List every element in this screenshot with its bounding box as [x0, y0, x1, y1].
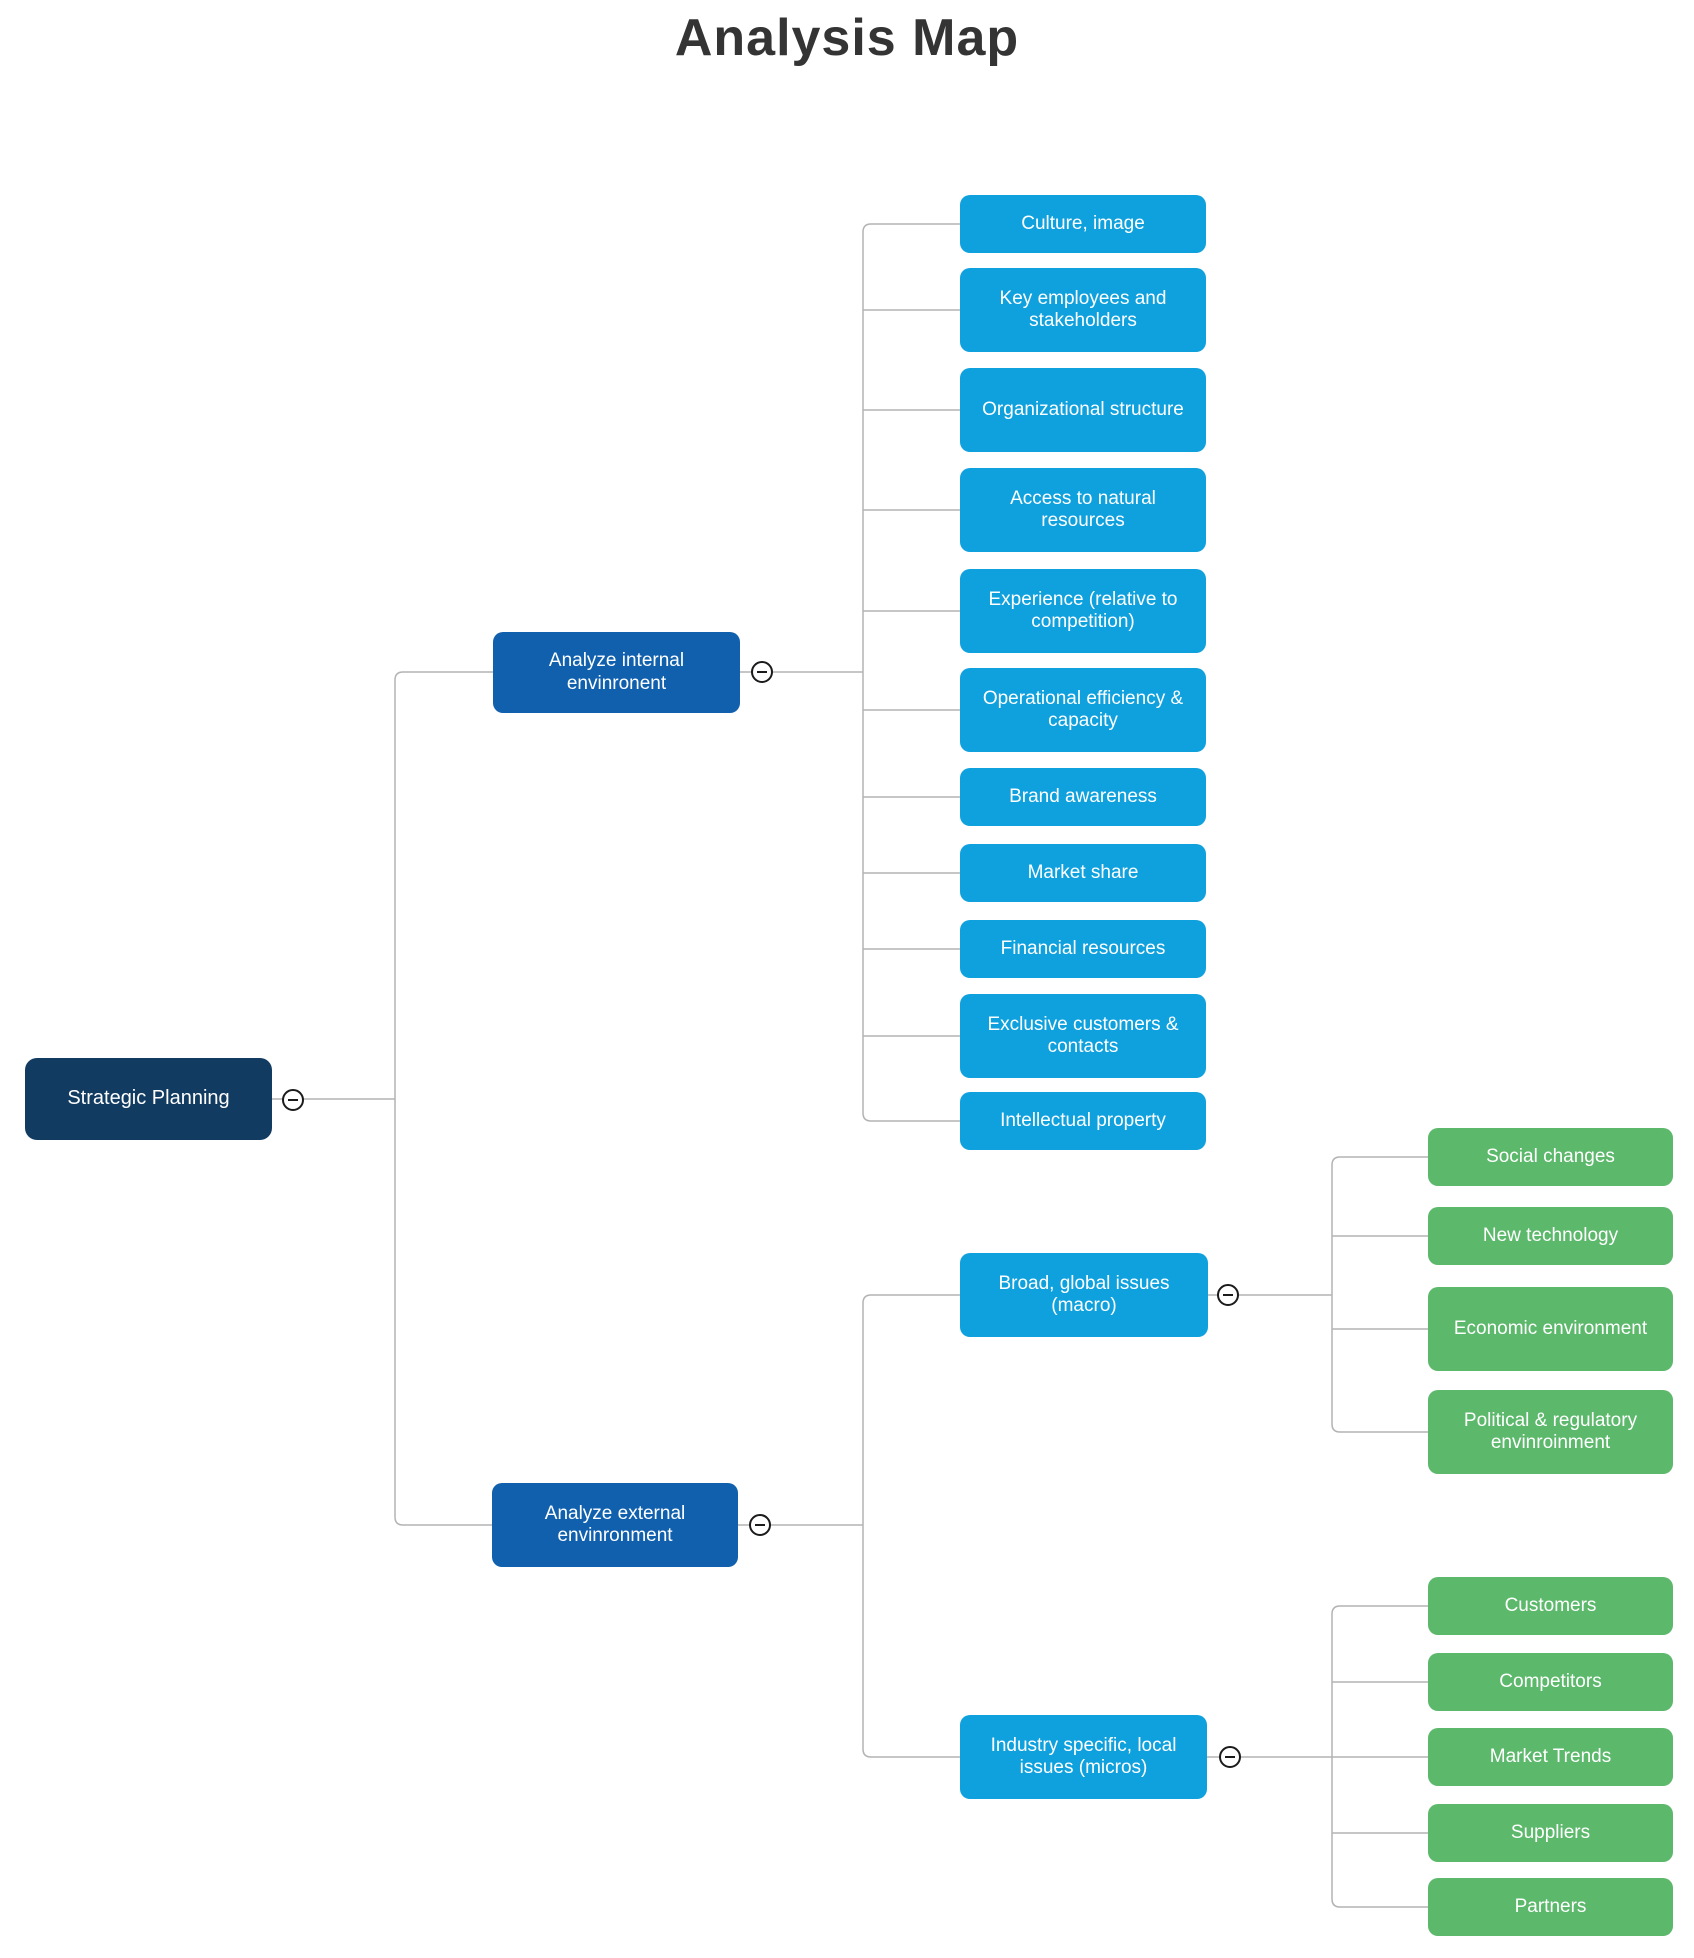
minus-icon [288, 1099, 298, 1101]
node-social-changes[interactable]: Social changes [1428, 1128, 1673, 1186]
minus-icon [757, 671, 767, 673]
node-strategic-planning[interactable]: Strategic Planning [25, 1058, 272, 1140]
node-analyze-external[interactable]: Analyze external envinronment [492, 1483, 738, 1567]
node-partners[interactable]: Partners [1428, 1878, 1673, 1936]
node-analyze-internal[interactable]: Analyze internal envinronent [493, 632, 740, 713]
connector-root-trunk [394, 671, 493, 1526]
node-economic-environment[interactable]: Economic environment [1428, 1287, 1673, 1371]
node-culture-image[interactable]: Culture, image [960, 195, 1206, 253]
node-customers[interactable]: Customers [1428, 1577, 1673, 1635]
node-operational-efficiency[interactable]: Operational efficiency & capacity [960, 668, 1206, 752]
page-title: Analysis Map [674, 9, 1020, 67]
node-experience-relative[interactable]: Experience (relative to competition) [960, 569, 1206, 653]
node-intellectual-property[interactable]: Intellectual property [960, 1092, 1206, 1150]
connector-internal-trunk [862, 223, 960, 1122]
connector-macro-trunk [1331, 1156, 1428, 1433]
minus-icon [1223, 1294, 1233, 1296]
node-competitors[interactable]: Competitors [1428, 1653, 1673, 1711]
node-organizational-structure[interactable]: Organizational structure [960, 368, 1206, 452]
node-market-trends[interactable]: Market Trends [1428, 1728, 1673, 1786]
collapse-toggle-internal[interactable] [751, 661, 773, 683]
node-new-technology[interactable]: New technology [1428, 1207, 1673, 1265]
collapse-toggle-root[interactable] [282, 1089, 304, 1111]
connector-external-trunk [862, 1294, 960, 1758]
node-market-share[interactable]: Market share [960, 844, 1206, 902]
node-access-natural-resources[interactable]: Access to natural resources [960, 468, 1206, 552]
node-key-employees[interactable]: Key employees and stakeholders [960, 268, 1206, 352]
node-industry-specific-issues[interactable]: Industry specific, local issues (micros) [960, 1715, 1207, 1799]
node-financial-resources[interactable]: Financial resources [960, 920, 1206, 978]
node-brand-awareness[interactable]: Brand awareness [960, 768, 1206, 826]
minus-icon [1225, 1756, 1235, 1758]
node-political-regulatory[interactable]: Political & regulatory envinroinment [1428, 1390, 1673, 1474]
minus-icon [755, 1524, 765, 1526]
node-suppliers[interactable]: Suppliers [1428, 1804, 1673, 1862]
collapse-toggle-macro[interactable] [1217, 1284, 1239, 1306]
collapse-toggle-micro[interactable] [1219, 1746, 1241, 1768]
collapse-toggle-external[interactable] [749, 1514, 771, 1536]
node-broad-global-issues[interactable]: Broad, global issues (macro) [960, 1253, 1208, 1337]
node-exclusive-customers[interactable]: Exclusive customers & contacts [960, 994, 1206, 1078]
